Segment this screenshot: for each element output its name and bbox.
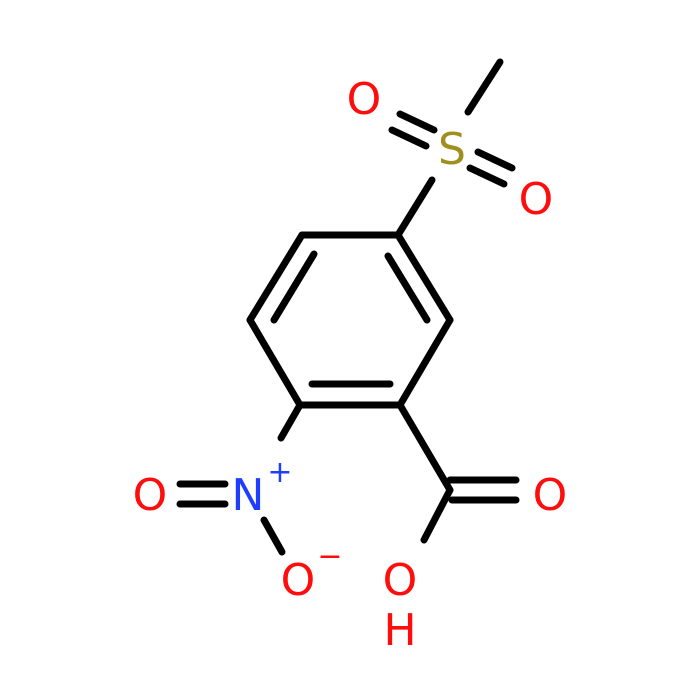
ring-bond-top-right bbox=[394, 231, 454, 324]
sulfur-oxygen-right-bond-b bbox=[474, 148, 516, 172]
nitro-oxygen-left-label: O bbox=[133, 470, 168, 521]
ring-bond-bottom-right bbox=[396, 316, 454, 409]
hydroxyl-hydrogen-label: H bbox=[383, 605, 416, 656]
nitrogen-oxygen-single-bond bbox=[260, 516, 286, 556]
sulfonyl-oxygen-left-label: O bbox=[347, 74, 382, 125]
sulfur-oxygen-left-bond-a bbox=[388, 126, 430, 150]
sulfur-to-methyl-bond bbox=[464, 58, 504, 116]
sulfur-oxygen-left-bond-b bbox=[396, 110, 438, 134]
sulfonyl-oxygen-right-label: O bbox=[519, 174, 554, 225]
ring-inner-bond-left bbox=[270, 250, 318, 324]
ring-to-nitrogen-bond bbox=[277, 401, 304, 442]
sulfur-label: S bbox=[438, 124, 466, 175]
oxygen-negative-charge: − bbox=[317, 539, 342, 574]
carbonyl-oxygen-label: O bbox=[533, 470, 568, 521]
nitro-oxygen-bottom-label: O bbox=[281, 555, 316, 606]
hydroxyl-oxygen-label: O bbox=[383, 555, 418, 606]
nitro-nitrogen-label: N bbox=[232, 470, 265, 521]
ring-bond-top-left bbox=[246, 231, 306, 324]
nitrogen-positive-charge: + bbox=[267, 455, 292, 490]
sulfur-oxygen-right-bond-a bbox=[466, 164, 508, 188]
ring-to-carboxyl-bond bbox=[396, 401, 454, 494]
ring-bond-bottom-left bbox=[246, 316, 304, 409]
carbon-hydroxyl-bond bbox=[420, 486, 454, 544]
ring-to-sulfur-bond bbox=[394, 176, 436, 239]
ring-inner-bond-right bbox=[384, 252, 431, 324]
